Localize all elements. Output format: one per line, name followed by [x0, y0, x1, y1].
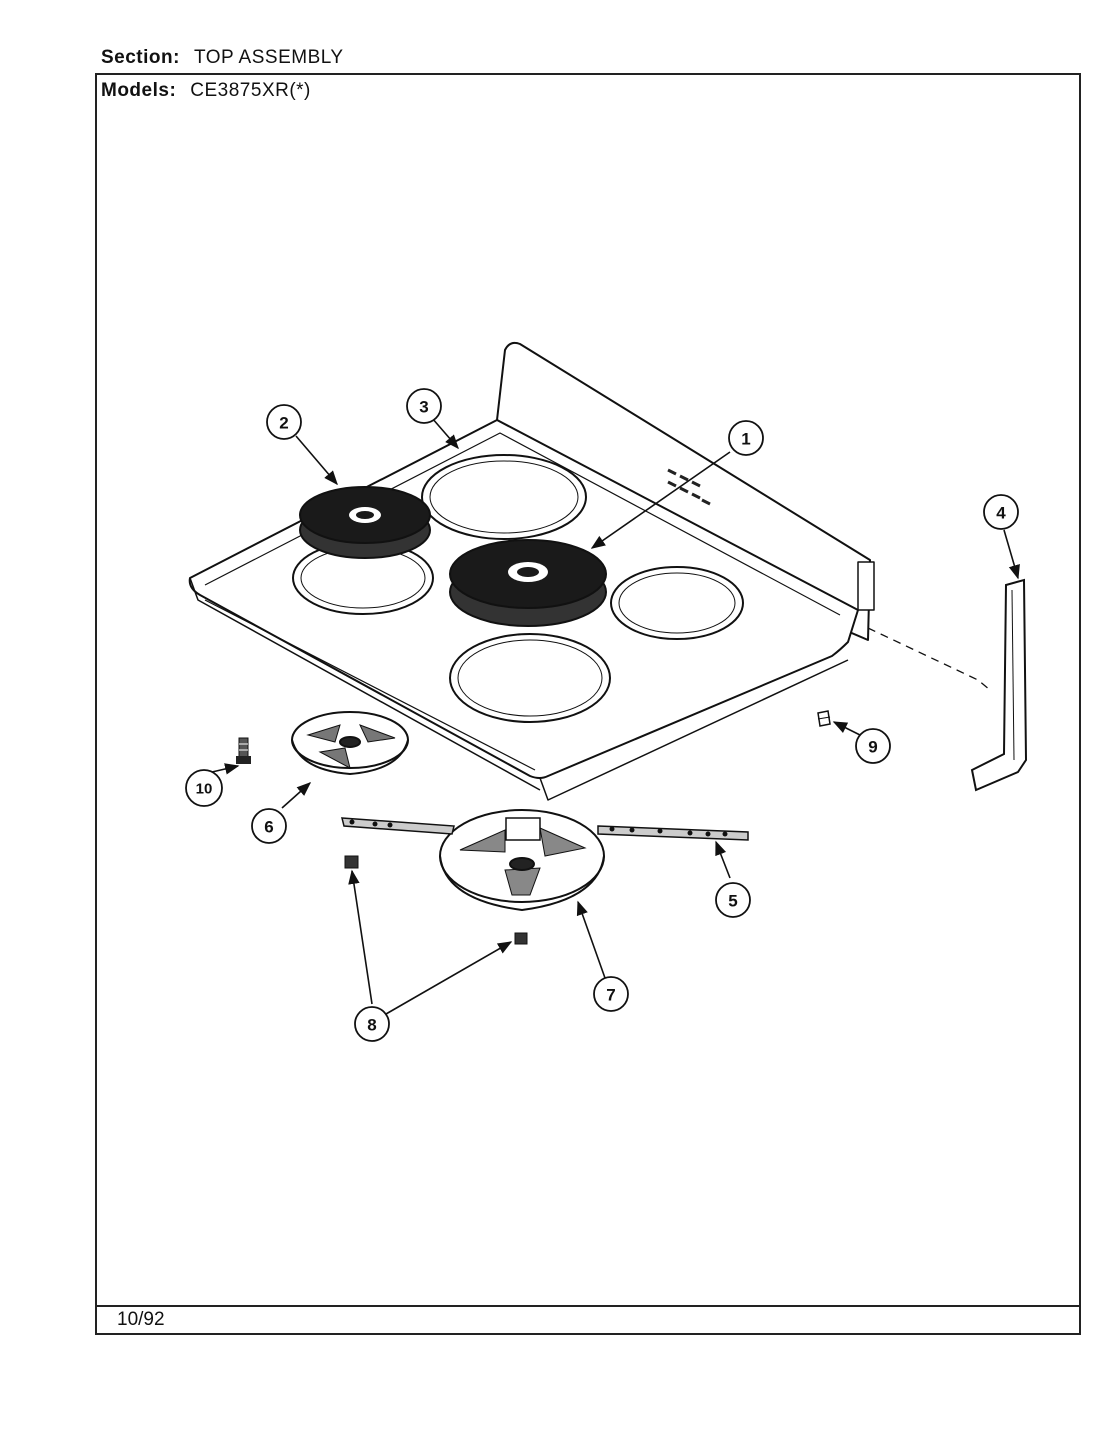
side-trim [970, 578, 1028, 792]
footer-divider [95, 1305, 1081, 1307]
large-receptacle [439, 809, 605, 912]
models-value: CE3875XR(*) [190, 80, 311, 101]
screw-10 [236, 737, 251, 764]
svg-text:6: 6 [264, 818, 273, 837]
callout-1: 1 [728, 420, 764, 456]
svg-text:1: 1 [741, 430, 750, 449]
small-surface-element [299, 486, 431, 559]
callout-9: 9 [855, 728, 891, 764]
nut-upper [344, 855, 359, 869]
callout-4: 4 [983, 494, 1019, 530]
large-surface-element [449, 539, 607, 627]
callout-5: 5 [715, 882, 751, 918]
leader-lines [211, 417, 1020, 1015]
small-receptacle [291, 711, 409, 776]
callout-3: 3 [406, 388, 442, 424]
nut-lower [514, 932, 528, 945]
svg-text:8: 8 [367, 1016, 376, 1035]
svg-text:2: 2 [279, 414, 288, 433]
screw-9 [817, 710, 831, 727]
revision-date: 10/92 [117, 1309, 165, 1330]
section-value: TOP ASSEMBLY [193, 47, 344, 68]
svg-text:9: 9 [868, 738, 877, 757]
callout-10: 10 [185, 769, 223, 807]
section-header: Section: TOP ASSEMBLY [101, 47, 344, 69]
svg-text:7: 7 [606, 986, 615, 1005]
svg-text:3: 3 [419, 398, 428, 417]
callout-2: 2 [266, 404, 302, 440]
callout-6: 6 [251, 808, 287, 844]
callout-7: 7 [593, 976, 629, 1012]
assembly-line [867, 627, 991, 691]
svg-text:4: 4 [996, 504, 1006, 523]
bracket-right [597, 825, 749, 841]
diagram-frame [95, 73, 1081, 1335]
section-label: Section: [101, 47, 180, 68]
svg-text:5: 5 [728, 892, 737, 911]
svg-text:10: 10 [196, 781, 213, 798]
models-label: Models: [101, 80, 177, 101]
bracket-left [341, 817, 455, 835]
callout-8: 8 [354, 1006, 390, 1042]
models-header: Models: CE3875XR(*) [101, 80, 311, 102]
